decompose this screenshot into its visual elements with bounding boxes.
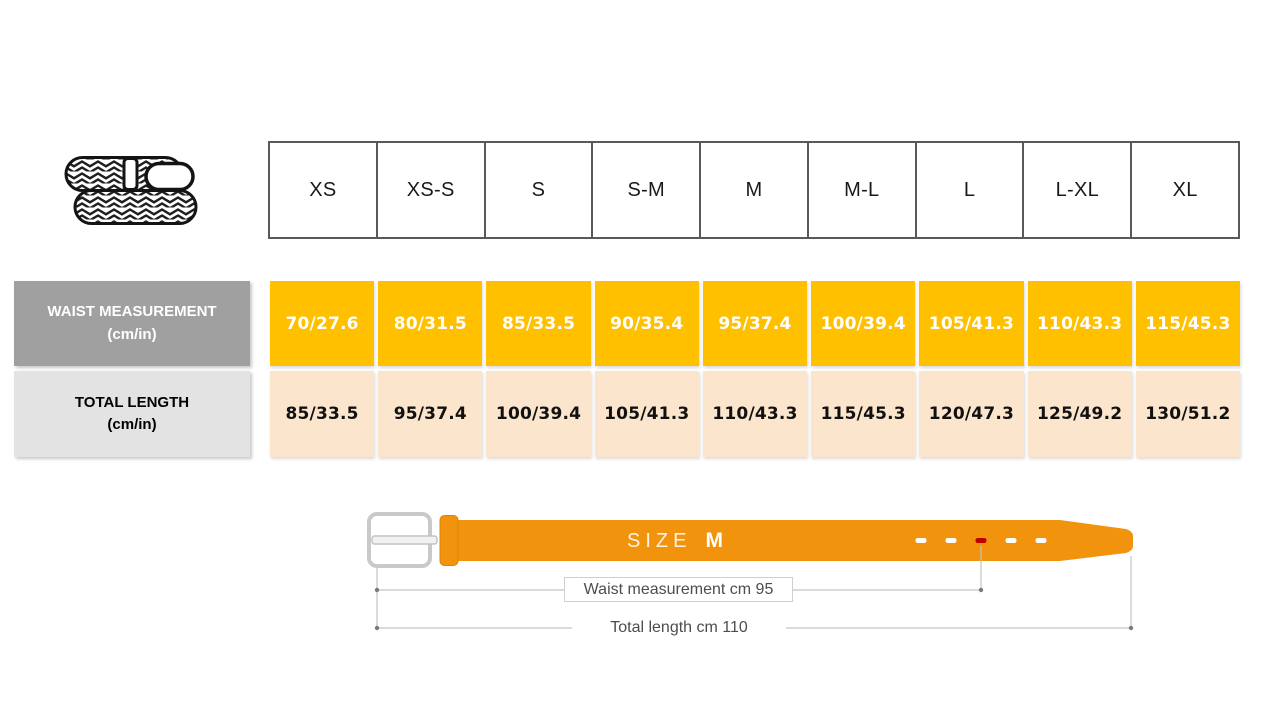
length-value-cell: 110/43.3 <box>702 371 808 457</box>
belt-size-text: SIZE M <box>585 526 765 556</box>
waist-value-cell: 105/41.3 <box>919 281 1024 366</box>
belt-measurement-diagram <box>367 512 1134 631</box>
size-column-header: L-XL <box>1024 143 1133 237</box>
waist-row-label: WAIST MEASUREMENT (cm/in) <box>14 281 250 366</box>
belt-strap <box>448 520 1133 561</box>
size-label: SIZE <box>627 529 692 552</box>
dimension-endpoint-dot <box>1128 625 1134 631</box>
belt-hole-selected <box>975 538 987 543</box>
waist-row-label-text: WAIST MEASUREMENT <box>47 303 217 320</box>
size-header-row: XS XS-S S S-M M M-L L L-XL XL <box>268 141 1240 239</box>
belt-hole <box>945 538 957 543</box>
belt-hole <box>1035 538 1047 543</box>
waist-value-cell: 90/35.4 <box>594 281 699 366</box>
size-column-header: XS-S <box>378 143 486 237</box>
dimension-endpoint-dot <box>374 587 380 593</box>
waist-measurement-annotation: Waist measurement cm 95 <box>564 577 793 602</box>
waist-value-cell: 85/33.5 <box>486 281 591 366</box>
waist-value-cell: 70/27.6 <box>270 281 375 366</box>
length-values-row: 85/33.5 95/37.4 100/39.4 105/41.3 110/43… <box>270 371 1240 457</box>
waist-value-cell: 115/45.3 <box>1135 281 1240 366</box>
dimension-endpoint-dot <box>978 587 984 593</box>
belt-hole <box>915 538 927 543</box>
waist-value-cell: 80/31.5 <box>378 281 483 366</box>
length-value-cell: 95/37.4 <box>378 371 483 457</box>
length-value-cell: 105/41.3 <box>594 371 699 457</box>
waist-value-cell: 95/37.4 <box>702 281 808 366</box>
size-column-header: M <box>701 143 809 237</box>
length-value-cell: 85/33.5 <box>270 371 375 457</box>
belt-keeper-loop <box>439 515 459 566</box>
buckle-prong <box>371 535 438 545</box>
length-row-label: TOTAL LENGTH (cm/in) <box>14 371 250 457</box>
size-column-header: XS <box>270 143 378 237</box>
waist-values-row: 70/27.6 80/31.5 85/33.5 90/35.4 95/37.4 … <box>270 281 1240 366</box>
waist-value-cell: 110/43.3 <box>1027 281 1132 366</box>
dimension-endpoint-dot <box>374 625 380 631</box>
length-value-cell: 125/49.2 <box>1027 371 1132 457</box>
size-column-header: S <box>486 143 594 237</box>
total-length-annotation: Total length cm 110 <box>572 615 786 640</box>
length-row-label-text: TOTAL LENGTH <box>74 393 190 411</box>
waist-value-cell: 100/39.4 <box>811 281 916 366</box>
size-value: M <box>705 529 723 552</box>
length-value-cell: 115/45.3 <box>811 371 916 457</box>
size-column-header: M-L <box>809 143 917 237</box>
length-row-label-unit: (cm/in) <box>107 416 157 433</box>
size-column-header: XL <box>1172 178 1198 201</box>
size-column-header: S-M <box>593 143 702 237</box>
length-value-cell: 120/47.3 <box>919 371 1024 457</box>
belt-hole <box>1005 538 1017 543</box>
size-column-header: L <box>917 143 1025 237</box>
waist-row-label-unit: (cm/in) <box>107 325 157 343</box>
length-value-cell: 100/39.4 <box>486 371 591 457</box>
length-value-cell: 130/51.2 <box>1135 371 1240 457</box>
braided-belt-icon <box>64 156 198 225</box>
